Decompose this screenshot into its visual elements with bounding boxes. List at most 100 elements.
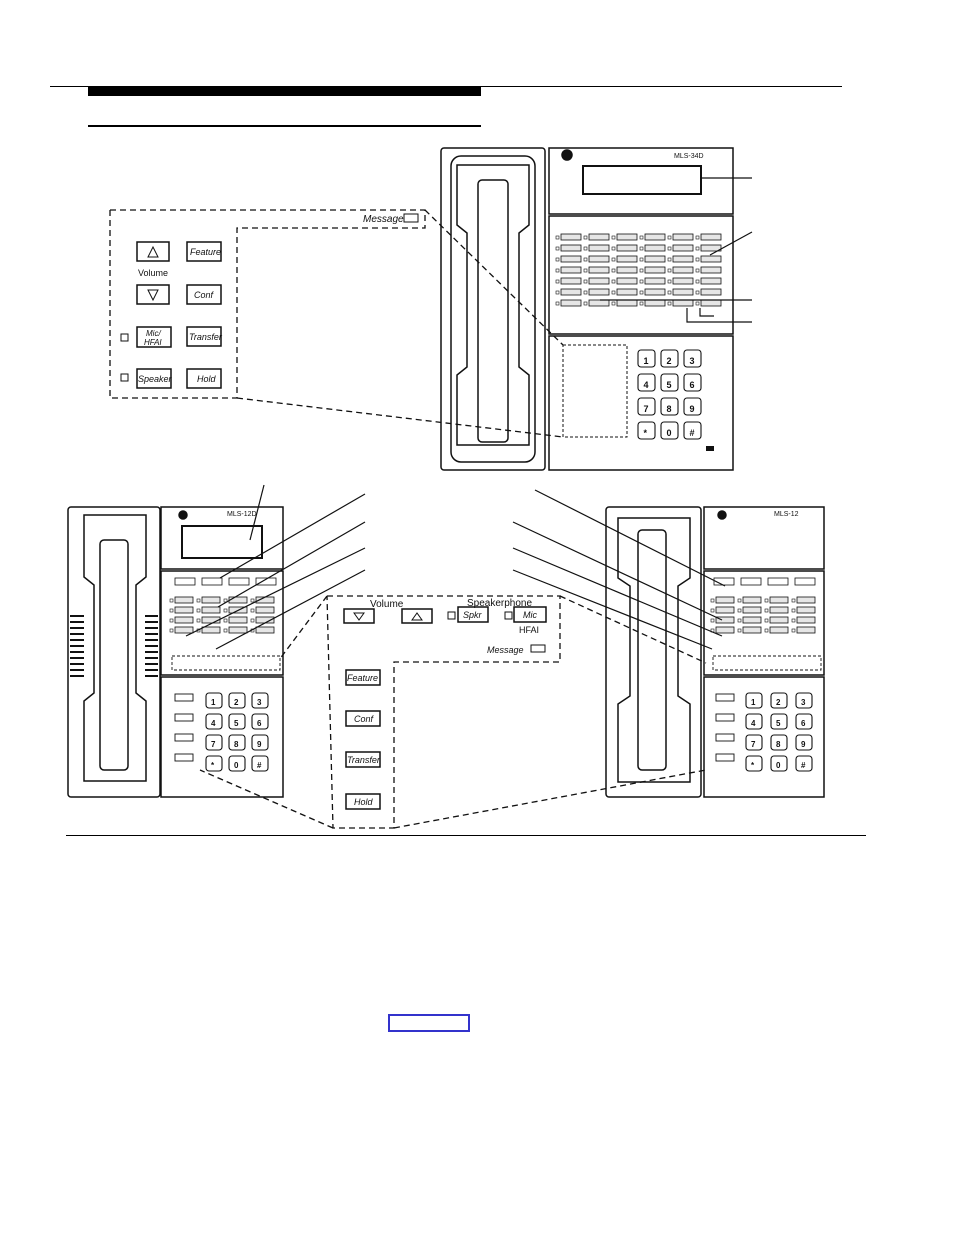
mic-button-bottom[interactable] [513,606,547,623]
line-button[interactable] [616,299,638,307]
dial-key[interactable] [660,397,679,416]
line-button[interactable] [560,255,582,263]
line-button[interactable] [560,233,582,241]
line-button[interactable] [700,266,722,274]
dial-key[interactable] [637,421,656,440]
line-button[interactable] [560,266,582,274]
line-button[interactable] [700,277,722,285]
line-button[interactable] [588,277,610,285]
line-left-button[interactable] [174,616,194,624]
line-button[interactable] [588,266,610,274]
dial-key[interactable] [205,692,223,709]
line-right-button[interactable] [715,606,735,614]
feature-button-bottom[interactable] [345,669,381,686]
line-left-button[interactable] [201,596,221,604]
programmable-button[interactable] [794,577,816,586]
dial-key[interactable] [795,713,813,730]
line-button[interactable] [588,244,610,252]
dial-key[interactable] [795,692,813,709]
transfer-button-bottom[interactable] [345,751,381,768]
dial-key[interactable] [745,734,763,751]
dial-key[interactable] [660,373,679,392]
line-left-button[interactable] [201,616,221,624]
line-button[interactable] [700,255,722,263]
line-right-button[interactable] [715,626,735,634]
dial-key[interactable] [745,713,763,730]
line-button[interactable] [644,233,666,241]
volume-up-button[interactable] [136,241,170,262]
dial-key[interactable] [205,755,223,772]
dial-key[interactable] [770,713,788,730]
line-right-button[interactable] [742,596,762,604]
mic-hfai-button[interactable] [136,326,172,348]
line-button[interactable] [644,288,666,296]
feature-button[interactable] [186,241,222,262]
line-button[interactable] [588,299,610,307]
speaker-button[interactable] [136,368,172,389]
dial-key[interactable] [770,755,788,772]
dial-key[interactable] [251,692,269,709]
hold-button-bottom[interactable] [345,793,381,810]
fixed-feature-button[interactable] [715,753,735,762]
dial-key[interactable] [205,713,223,730]
line-button[interactable] [700,244,722,252]
line-left-button[interactable] [174,596,194,604]
line-right-button[interactable] [769,606,789,614]
volume-down-button[interactable] [136,284,170,305]
line-button[interactable] [672,233,694,241]
dial-key[interactable] [228,755,246,772]
line-button[interactable] [616,288,638,296]
line-button[interactable] [560,299,582,307]
line-button[interactable] [672,266,694,274]
dial-key[interactable] [660,349,679,368]
fixed-feature-button[interactable] [174,693,194,702]
dial-key[interactable] [745,692,763,709]
dial-key[interactable] [770,692,788,709]
dial-key[interactable] [660,421,679,440]
line-button[interactable] [644,244,666,252]
line-button[interactable] [672,299,694,307]
line-left-button[interactable] [255,606,275,614]
line-button[interactable] [644,299,666,307]
dial-key[interactable] [637,349,656,368]
dial-key[interactable] [205,734,223,751]
volume-up-button-bottom[interactable] [401,608,433,624]
programmable-button[interactable] [174,577,196,586]
line-right-button[interactable] [796,616,816,624]
line-right-button[interactable] [796,606,816,614]
programmable-button[interactable] [201,577,223,586]
fixed-feature-button[interactable] [174,753,194,762]
volume-down-button-bottom[interactable] [343,608,375,624]
line-button[interactable] [616,255,638,263]
line-left-button[interactable] [174,606,194,614]
dial-key[interactable] [745,755,763,772]
line-right-button[interactable] [769,626,789,634]
dial-key[interactable] [683,373,702,392]
line-button[interactable] [616,233,638,241]
dial-key[interactable] [228,692,246,709]
line-button[interactable] [644,266,666,274]
line-right-button[interactable] [715,596,735,604]
line-button[interactable] [560,277,582,285]
line-button[interactable] [588,233,610,241]
line-button[interactable] [672,288,694,296]
line-right-button[interactable] [769,616,789,624]
dial-key[interactable] [795,734,813,751]
line-button[interactable] [588,288,610,296]
line-right-button[interactable] [769,596,789,604]
conf-button[interactable] [186,284,222,305]
fixed-feature-button[interactable] [715,733,735,742]
conf-button-bottom[interactable] [345,710,381,727]
fixed-feature-button[interactable] [715,693,735,702]
line-left-button[interactable] [228,596,248,604]
line-right-button[interactable] [715,616,735,624]
dial-key[interactable] [795,755,813,772]
dial-key[interactable] [251,713,269,730]
line-button[interactable] [700,288,722,296]
line-button[interactable] [560,288,582,296]
fixed-feature-button[interactable] [715,713,735,722]
figure-reference-link[interactable] [388,1014,470,1032]
line-button[interactable] [644,277,666,285]
line-button[interactable] [672,255,694,263]
dial-key[interactable] [251,734,269,751]
